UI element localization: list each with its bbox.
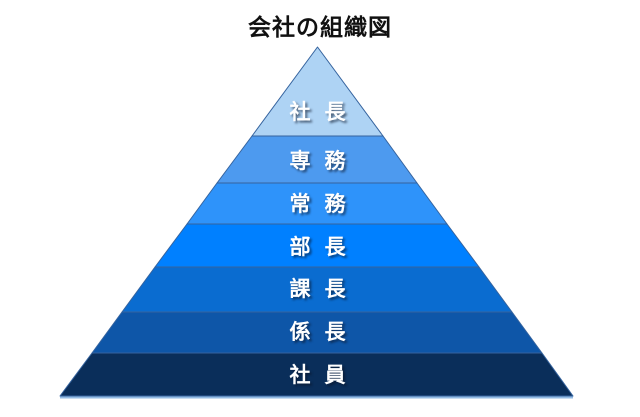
pyramid-label-managing-director: 常務 bbox=[289, 193, 360, 216]
pyramid-label-section-manager: 課長 bbox=[289, 278, 360, 301]
diagram-title: 会社の組織図 bbox=[248, 14, 392, 40]
pyramid-label-subsection-chief: 係長 bbox=[289, 321, 360, 344]
pyramid-level-employee-shape bbox=[59, 352, 574, 397]
pyramid-label-department-manager: 部長 bbox=[289, 236, 360, 259]
pyramid-label-president: 社長 bbox=[289, 101, 360, 124]
pyramid-label-employee: 社員 bbox=[289, 364, 360, 387]
pyramid-label-senior-managing-director: 専務 bbox=[289, 150, 360, 173]
